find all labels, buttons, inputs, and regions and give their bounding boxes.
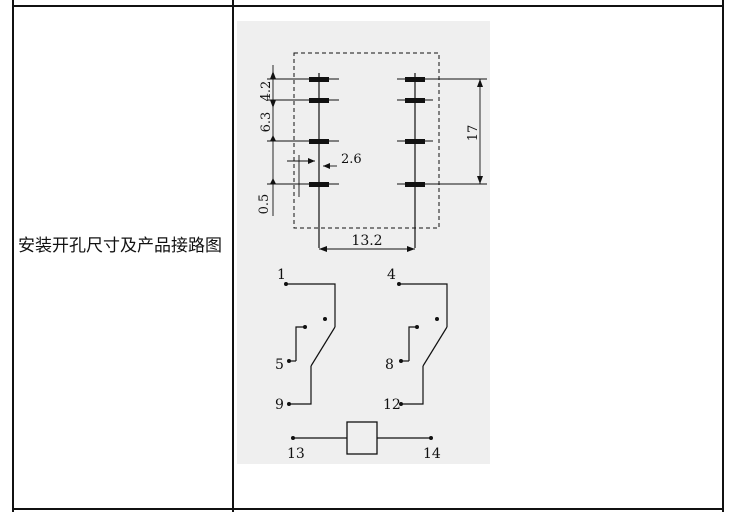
- pin-bar: [405, 139, 425, 144]
- contact-wire: [286, 283, 336, 327]
- mounting-and-wiring-diagram: 4.2 6.3 0.5 2.6 17 13.2 1: [237, 21, 490, 464]
- terminal-label-13: 13: [287, 446, 305, 462]
- terminal-label-12: 12: [383, 397, 401, 413]
- switch-blade: [310, 326, 336, 367]
- table-top-border: [12, 5, 724, 7]
- dimension-arrow: [477, 79, 483, 87]
- terminal-9: [287, 402, 291, 406]
- dim-13-2: 13.2: [351, 233, 382, 249]
- dimension-arrow: [270, 100, 276, 108]
- pin-bar: [405, 77, 425, 82]
- contact-wire: [289, 366, 312, 405]
- pin-bar: [309, 77, 329, 82]
- dim-6-3: 6.3: [259, 112, 274, 133]
- dim-17: 17: [466, 125, 481, 142]
- terminal-label-5: 5: [275, 357, 284, 373]
- table-left-border: [12, 0, 14, 512]
- dimension-arrow: [270, 178, 276, 184]
- pin-bar: [309, 139, 329, 144]
- terminal-14: [429, 436, 433, 440]
- dimension-arrow: [477, 176, 483, 184]
- terminal-label-4: 4: [387, 267, 396, 283]
- terminal-dot: [415, 325, 419, 329]
- terminal-label-14: 14: [423, 446, 441, 462]
- terminal-label-8: 8: [385, 357, 394, 373]
- terminal-12: [399, 402, 403, 406]
- dim-4-2: 4.2: [259, 81, 274, 102]
- contact-wire: [399, 283, 448, 327]
- row-label: 安装开孔尺寸及产品接路图: [18, 236, 222, 256]
- dimension-arrow: [270, 135, 276, 141]
- dim-0-5: 0.5: [257, 194, 272, 215]
- pin-bar: [309, 182, 329, 187]
- table-column-divider: [232, 0, 234, 512]
- dimension-arrow: [407, 246, 415, 252]
- contact-wire: [401, 366, 424, 405]
- coil-symbol: [346, 421, 378, 455]
- terminal-dot: [435, 317, 439, 321]
- table-bottom-border: [12, 508, 724, 510]
- pin-bar: [405, 98, 425, 103]
- diagram-svg: 4.2 6.3 0.5 2.6 17 13.2 1: [257, 52, 487, 462]
- contact-wire: [295, 326, 305, 361]
- dimension-arrow: [308, 158, 315, 164]
- dimension-arrow: [319, 246, 327, 252]
- dimension-arrow: [270, 71, 276, 79]
- contact-wire: [408, 326, 417, 361]
- table-right-border: [722, 0, 724, 512]
- mounting-outline: [293, 52, 440, 229]
- switch-blade: [422, 326, 448, 367]
- terminal-label-1: 1: [277, 267, 286, 283]
- terminal-dot: [323, 317, 327, 321]
- terminal-label-9: 9: [275, 397, 284, 413]
- terminal-dot: [303, 325, 307, 329]
- dim-2-6: 2.6: [341, 152, 362, 167]
- dimension-arrow: [323, 163, 330, 169]
- pin-bar: [405, 182, 425, 187]
- pin-bar: [309, 98, 329, 103]
